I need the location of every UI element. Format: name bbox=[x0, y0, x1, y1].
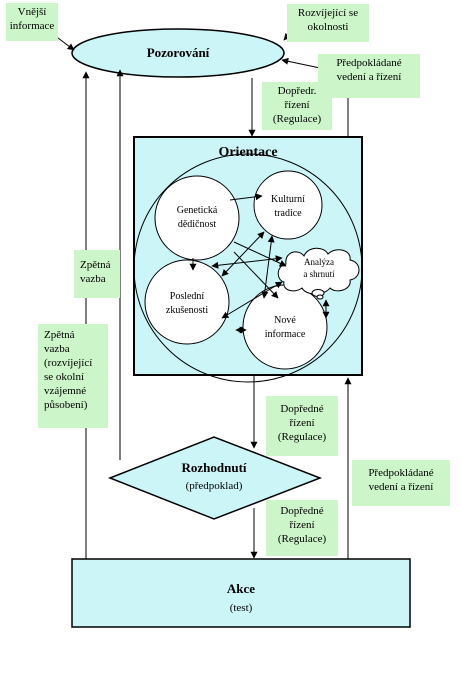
akce-sub-label: (test) bbox=[229, 602, 253, 614]
akce-box bbox=[71, 558, 411, 628]
orientace-label: Orientace bbox=[218, 145, 278, 160]
rozhodnuti-label: Rozhodnutí bbox=[181, 460, 247, 475]
kulturni-circle bbox=[253, 170, 323, 240]
rozhodnuti-sub-label: (předpoklad) bbox=[185, 480, 243, 492]
akce-label: Akce bbox=[226, 581, 256, 596]
arrow-predpokladane-top bbox=[281, 57, 321, 69]
rozhodnuti-diamond bbox=[107, 436, 323, 520]
pozorovani-ellipse bbox=[71, 28, 285, 78]
dopredr-label: Dopředr.řízení(Regulace) bbox=[262, 82, 332, 130]
arrow-vnejsi bbox=[57, 37, 75, 51]
orientace-circle bbox=[133, 153, 363, 383]
geneticka-circle bbox=[154, 175, 240, 261]
analyza-cloud bbox=[277, 247, 360, 300]
pozorovani-label: Pozorování bbox=[146, 45, 210, 60]
